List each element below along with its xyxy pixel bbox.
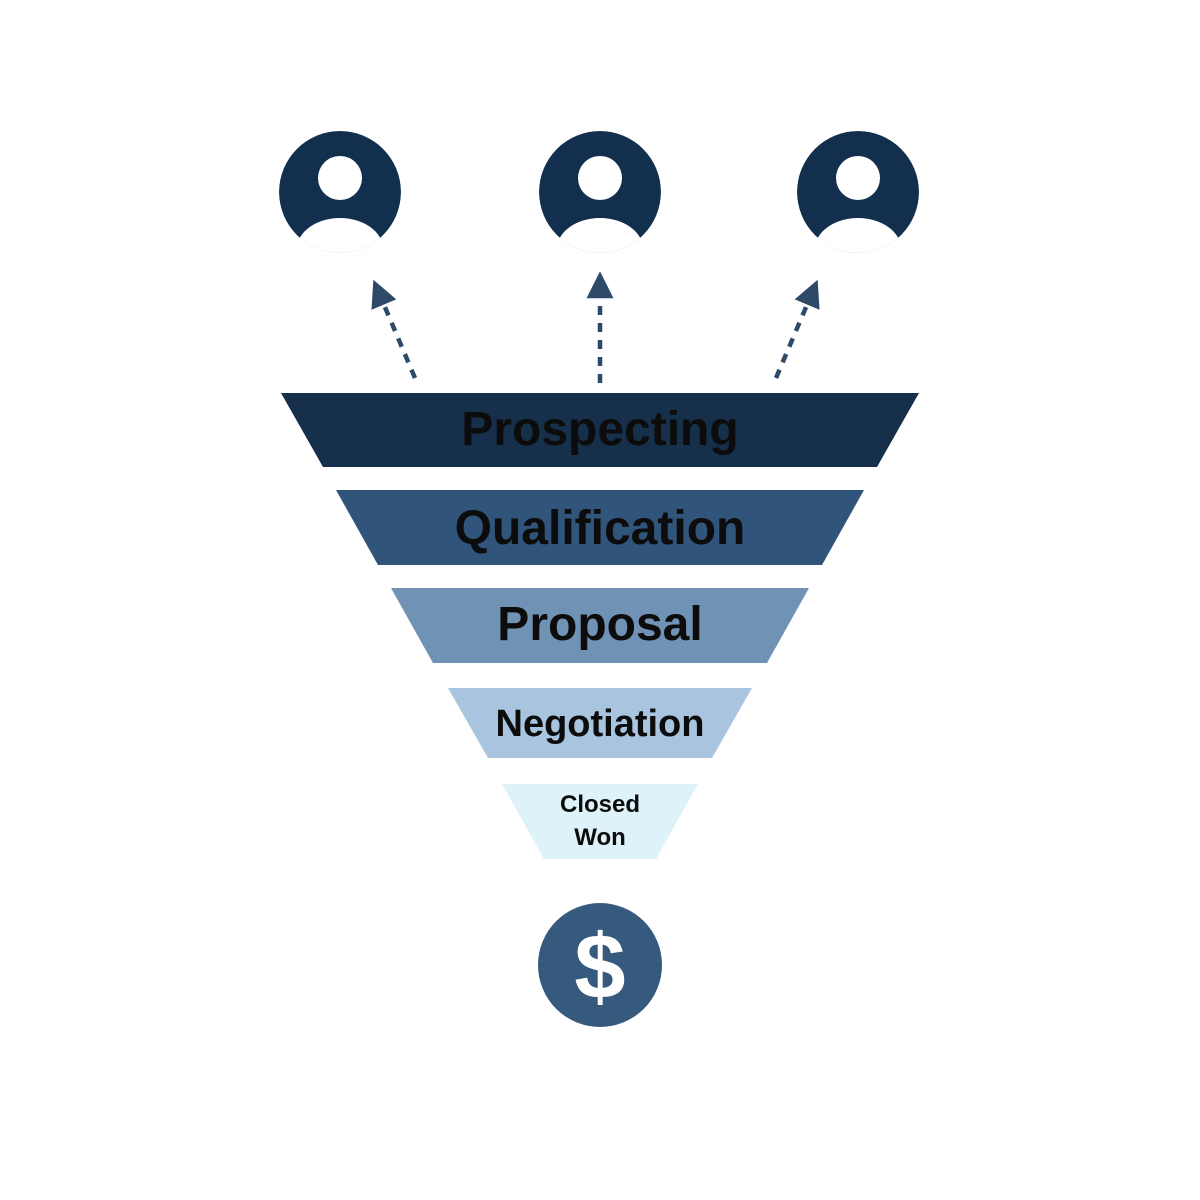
funnel-stage-negotiation — [448, 688, 752, 758]
funnel-stage-label-qualification: Qualification — [455, 502, 746, 555]
funnel-stage-qualification — [336, 490, 864, 565]
funnel-stage-label-negotiation: Negotiation — [496, 703, 705, 745]
funnel-stage-closed-won — [502, 784, 698, 859]
avatar-shoulders — [815, 218, 901, 253]
funnel-stage-proposal — [391, 588, 809, 663]
avatar-shoulders — [557, 218, 643, 253]
avatar-head — [578, 156, 622, 200]
person-icon-right — [797, 131, 919, 253]
dollar-sign-text: $ — [574, 916, 625, 1018]
person-icon-center — [539, 131, 661, 253]
funnel-stage-label-proposal: Proposal — [497, 598, 702, 651]
dollar-icon: $ — [538, 903, 662, 1027]
dollar-circle — [538, 903, 662, 1027]
avatar-head — [836, 156, 880, 200]
funnel-stage-label-won: Won — [574, 824, 626, 851]
funnel-stage-label-prospecting: Prospecting — [461, 403, 738, 456]
dashed-arrow-right — [773, 279, 820, 379]
person-icon-left — [279, 131, 401, 253]
avatar-shoulders — [297, 218, 383, 253]
avatar-head — [318, 156, 362, 200]
funnel-stage-prospecting — [281, 393, 919, 467]
funnel-stage-label-closed: Closed — [560, 791, 640, 818]
dashed-arrow-left — [371, 279, 418, 379]
